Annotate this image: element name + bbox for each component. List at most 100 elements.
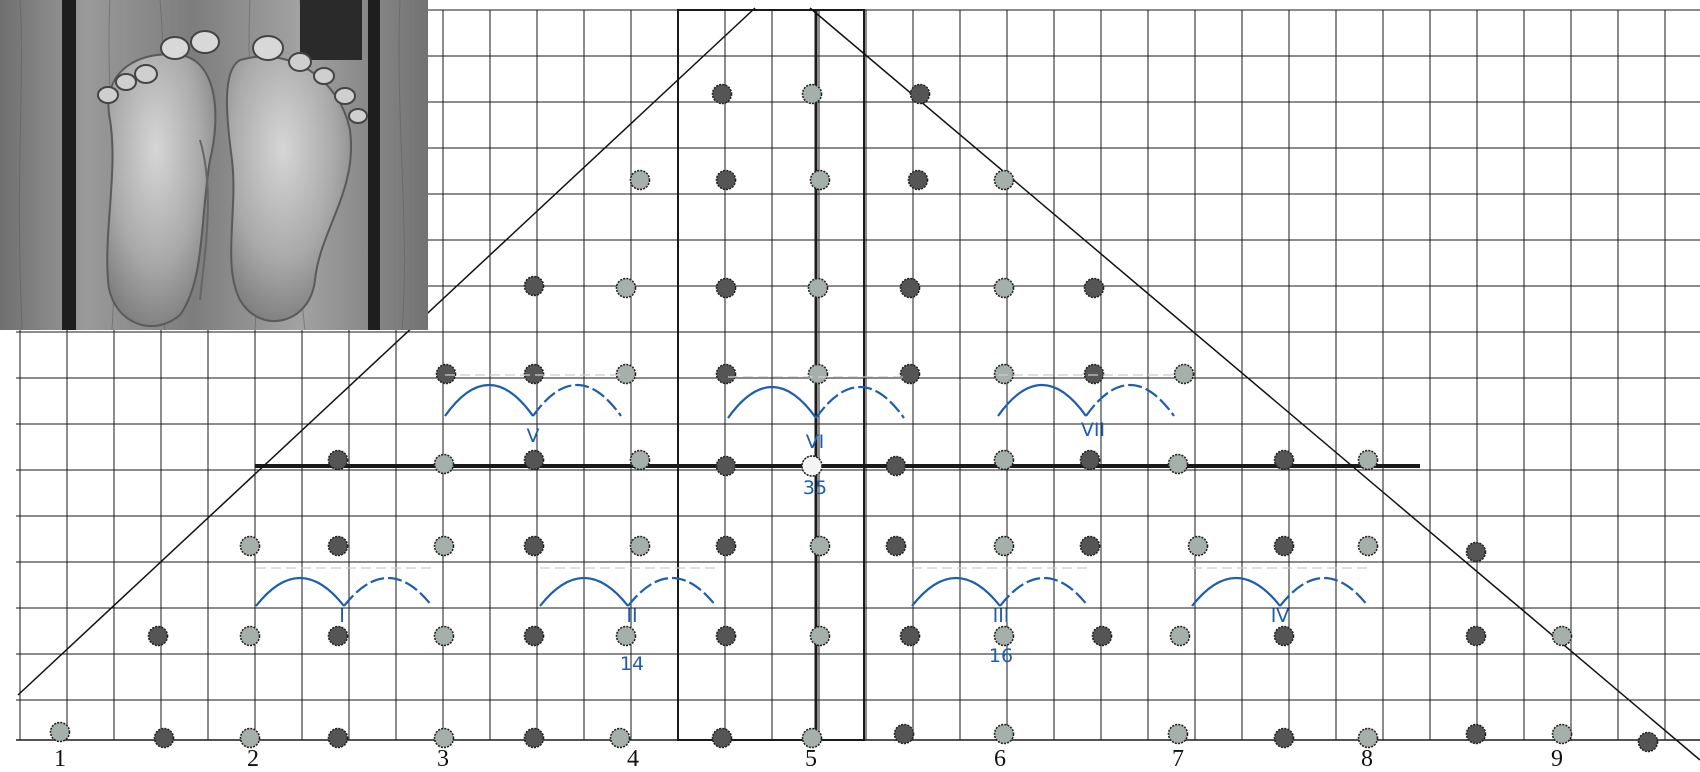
arch-number-16: 16	[989, 645, 1013, 667]
arch-curve	[997, 383, 1087, 417]
light-dot-marker	[609, 727, 631, 749]
dark-dot-marker	[1079, 449, 1101, 471]
dark-dot-marker	[711, 727, 733, 749]
dark-dot-marker	[523, 449, 545, 471]
light-dot-marker	[993, 169, 1015, 191]
dark-dot-marker	[1079, 535, 1101, 557]
dark-dot-marker	[1273, 535, 1295, 557]
left-diagonal	[17, 7, 756, 696]
dark-dot-marker	[885, 535, 907, 557]
light-dot-marker	[615, 363, 637, 385]
dark-dot-marker	[1637, 731, 1659, 753]
dark-dot-marker	[715, 363, 737, 385]
dark-dot-marker	[893, 723, 915, 745]
dark-dot-marker	[1465, 625, 1487, 647]
dark-dot-marker	[327, 727, 349, 749]
light-dot-marker	[433, 727, 455, 749]
light-dot-marker	[1187, 535, 1209, 557]
arch-number-35: 35	[803, 477, 827, 499]
light-dot-marker	[239, 625, 261, 647]
light-dot-marker	[801, 727, 823, 749]
arch-curve	[627, 576, 717, 607]
dark-dot-marker	[715, 625, 737, 647]
light-dot-marker	[1167, 723, 1189, 745]
light-dot-marker	[809, 625, 831, 647]
arch-label-v: V	[527, 425, 540, 447]
handwritten-labels: V VI 35 VII I II 14 III 16 IV	[339, 419, 1289, 675]
light-dot-marker	[1551, 625, 1573, 647]
dark-dot-marker	[885, 455, 907, 477]
arch-curve	[1085, 383, 1175, 417]
light-dot-marker	[1173, 363, 1195, 385]
dark-dot-marker	[715, 455, 737, 477]
dark-dot-marker	[147, 625, 169, 647]
arch-label-i: I	[339, 605, 345, 627]
scale-label: 1	[54, 746, 66, 772]
scale-label: 8	[1361, 746, 1373, 772]
dark-dot-marker	[1273, 727, 1295, 749]
light-dot-marker	[993, 625, 1015, 647]
light-dot-marker	[993, 449, 1015, 471]
light-dot-marker	[433, 535, 455, 557]
scale-label: 4	[627, 746, 639, 772]
arch-curve	[539, 576, 629, 607]
arch-label-iii: III	[993, 605, 1010, 627]
arch-label-vii: VII	[1081, 419, 1105, 441]
triangle-outline	[17, 7, 1700, 761]
center-column-frame	[677, 9, 865, 741]
dark-dot-marker	[715, 535, 737, 557]
dark-dot-marker	[523, 727, 545, 749]
dark-dot-marker	[1465, 723, 1487, 745]
light-dot-marker	[239, 535, 261, 557]
light-dot-marker	[807, 363, 829, 385]
scale-label: 2	[247, 746, 259, 772]
light-dot-marker	[993, 535, 1015, 557]
light-dot-marker	[239, 727, 261, 749]
light-dot-marker	[809, 535, 831, 557]
arch-curve	[999, 576, 1089, 607]
light-dot-marker	[1357, 535, 1379, 557]
right-diagonal	[809, 7, 1700, 761]
light-dot-marker	[433, 453, 455, 475]
arch-curve	[343, 576, 433, 607]
light-dot-marker	[629, 535, 651, 557]
dark-dot-marker	[711, 83, 733, 105]
arch-curve	[1279, 576, 1369, 607]
dark-dot-marker	[1083, 363, 1105, 385]
light-dot-marker	[615, 277, 637, 299]
feet-photo	[0, 0, 428, 331]
scale-label: 7	[1172, 746, 1184, 772]
light-dot-marker	[1357, 449, 1379, 471]
dot-markers	[49, 83, 1659, 753]
dark-dot-marker	[899, 363, 921, 385]
arch-curve	[911, 576, 1001, 607]
dark-dot-marker	[435, 363, 457, 385]
dark-dot-marker	[1465, 541, 1487, 563]
dark-dot-marker	[327, 449, 349, 471]
dark-dot-marker	[1083, 277, 1105, 299]
arch-curve	[532, 383, 622, 417]
dark-dot-marker	[327, 625, 349, 647]
scale-labels: 1 2 3 4 5 6 7 8 9	[54, 746, 1563, 772]
arch-curve	[1191, 576, 1281, 607]
light-dot-marker	[629, 169, 651, 191]
arch-label-ii: II	[626, 605, 637, 627]
light-dot-marker	[807, 277, 829, 299]
dark-dot-marker	[907, 169, 929, 191]
dark-dot-marker	[153, 727, 175, 749]
light-dot-marker	[629, 449, 651, 471]
scale-label: 9	[1551, 746, 1563, 772]
arch-curve	[444, 383, 534, 417]
arch-label-vi: VI	[806, 431, 825, 453]
dark-dot-marker	[1273, 625, 1295, 647]
scale-label: 3	[437, 746, 449, 772]
dark-dot-marker	[715, 277, 737, 299]
scale-label: 5	[805, 746, 817, 772]
dark-dot-marker	[523, 625, 545, 647]
arch-curve	[815, 385, 905, 419]
dark-dot-marker	[523, 535, 545, 557]
dark-dot-marker	[523, 275, 545, 297]
dark-dot-marker	[899, 277, 921, 299]
arch-number-14: 14	[620, 653, 644, 675]
handwritten-arches	[255, 374, 1369, 607]
